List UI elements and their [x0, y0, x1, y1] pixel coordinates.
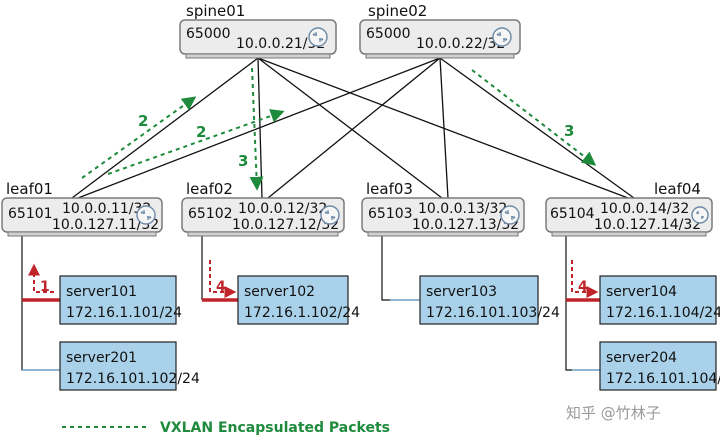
device-base — [367, 231, 519, 237]
device-asn: 65102 — [188, 206, 233, 222]
vxlan-arrow-leaf01-spine01 — [81, 96, 197, 179]
vxlan-arrow-spine02-leaf04 — [471, 69, 597, 166]
device-base — [551, 231, 707, 237]
device-ip: 10.0.0.22/32 — [416, 36, 505, 52]
server201: server201 172.16.101.102/24 — [59, 341, 200, 391]
device-ip: 10.0.0.11/32 — [62, 201, 151, 217]
server-ip: 172.16.101.104/24 — [606, 371, 720, 387]
packet-arrow-leaf02-server102 — [209, 260, 237, 298]
watermark: 知乎 @竹林子 — [566, 404, 661, 422]
leaf02: leaf02 65102 10.0.0.12/32 10.0.127.12/32 — [181, 180, 345, 237]
device-base — [187, 231, 339, 237]
vxlan-arrow-leaf01-spine02 — [107, 109, 285, 175]
link-spine02-leaf01 — [77, 57, 441, 199]
leaf03: leaf03 65103 10.0.0.13/32 10.0.127.13/32 — [361, 180, 525, 237]
router-icon — [500, 205, 520, 225]
step-label: 2 — [196, 123, 206, 141]
router-icon — [308, 27, 328, 47]
device-asn: 65104 — [550, 206, 595, 222]
server-box — [59, 275, 177, 325]
link-leaf04-server204 — [565, 236, 600, 371]
spine01: spine01 65000 10.0.0.21/32 — [179, 2, 337, 59]
device-name: spine01 — [186, 2, 245, 20]
device-ip: 10.0.0.21/32 — [236, 36, 325, 52]
link-spine02-leaf02 — [267, 57, 441, 199]
vxlan-arrows — [81, 67, 597, 191]
device-name: leaf02 — [186, 180, 233, 198]
device-ip: 10.0.127.12/32 — [232, 217, 339, 233]
server-box — [599, 275, 717, 325]
server-ip: 172.16.101.102/24 — [66, 371, 200, 387]
router-icon — [691, 206, 709, 224]
link-spine02-leaf03 — [439, 57, 449, 199]
device-asn: 65000 — [366, 26, 411, 42]
link-leaf01-server201 — [21, 236, 60, 371]
server-box — [59, 341, 177, 391]
server-name: server104 — [606, 284, 677, 300]
fabric-links — [71, 57, 635, 199]
legend-label: VXLAN Encapsulated Packets — [160, 420, 390, 436]
server-name: server103 — [426, 284, 497, 300]
server-box — [419, 275, 539, 325]
server-box — [237, 275, 349, 325]
step-label: 1 — [40, 279, 50, 295]
device-ip: 10.0.127.11/32 — [52, 217, 159, 233]
device-name: leaf03 — [366, 180, 413, 198]
device-name: spine02 — [368, 2, 427, 20]
spine02: spine02 65000 10.0.0.22/32 — [359, 2, 521, 59]
link-spine02-leaf04 — [439, 57, 635, 199]
server-ip: 172.16.101.103/24 — [426, 305, 560, 321]
server204: server204 172.16.101.104/24 — [599, 341, 720, 391]
device-ip: 10.0.0.14/32 — [600, 201, 689, 217]
device-name: leaf01 — [6, 180, 53, 198]
packet-arrows — [28, 260, 599, 298]
vxlan-arrow-spine01-leaf02 — [249, 67, 264, 191]
step-label: 4 — [216, 279, 226, 295]
server-box — [599, 341, 717, 391]
server103: server103 172.16.101.103/24 — [419, 275, 560, 325]
server-ip: 172.16.1.101/24 — [66, 305, 182, 321]
step-label: 3 — [564, 122, 574, 140]
server102: server102 172.16.1.102/24 — [237, 275, 360, 325]
step-label: 3 — [238, 152, 248, 170]
link-spine01-leaf01 — [71, 57, 259, 199]
step-label: 4 — [578, 279, 588, 295]
device-asn: 65101 — [8, 206, 53, 222]
device-name: leaf04 — [654, 180, 701, 198]
device-ip: 10.0.0.13/32 — [418, 201, 507, 217]
server-name: server102 — [244, 284, 315, 300]
step-label: 2 — [138, 112, 148, 130]
packet-arrow-leaf04-server104 — [571, 260, 599, 298]
server-name: server204 — [606, 350, 677, 366]
device-ip: 10.0.0.12/32 — [238, 201, 327, 217]
link-leaf03-server103 — [381, 236, 420, 301]
server-ip: 172.16.1.104/24 — [606, 305, 720, 321]
router-icon — [136, 205, 156, 225]
device-asn: 65000 — [186, 26, 231, 42]
link-spine01-leaf04 — [257, 57, 629, 199]
leaf01: leaf01 65101 10.0.0.11/32 10.0.127.11/32 — [1, 180, 163, 237]
device-base — [185, 53, 331, 59]
device-base — [365, 53, 515, 59]
server101: server101 172.16.1.101/24 — [59, 275, 182, 325]
server104: server104 172.16.1.104/24 — [599, 275, 720, 325]
router-icon — [492, 27, 512, 47]
server-name: server201 — [66, 350, 137, 366]
device-ip: 10.0.127.14/32 — [594, 217, 701, 233]
legend: VXLAN Encapsulated Packets — [62, 420, 390, 436]
server-links — [21, 236, 600, 371]
device-base — [7, 231, 157, 237]
link-spine01-leaf03 — [257, 57, 443, 199]
device-ip: 10.0.127.13/32 — [412, 217, 519, 233]
device-asn: 65103 — [368, 206, 413, 222]
server-ip: 172.16.1.102/24 — [244, 305, 360, 321]
router-icon — [320, 205, 340, 225]
leaf04: leaf04 65104 10.0.0.14/32 10.0.127.14/32 — [545, 180, 713, 237]
server-name: server101 — [66, 284, 137, 300]
packet-arrow-server101-leaf01 — [28, 263, 54, 293]
